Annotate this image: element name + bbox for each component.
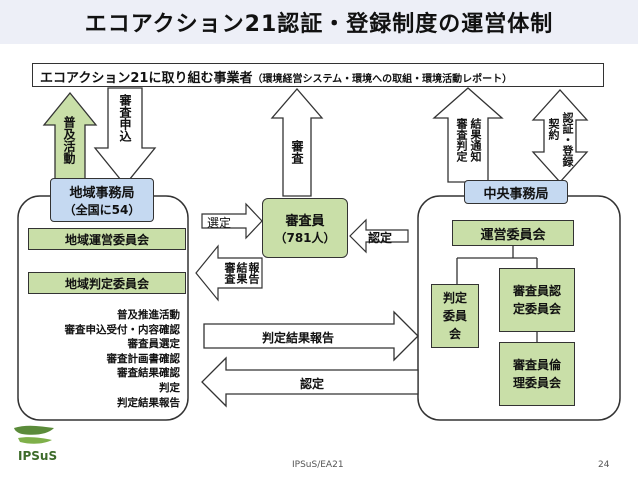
shinsa-moushikomi-label: 審査申込 [118,94,132,142]
business-operators-main: エコアクション21に取り組む事業者 [40,71,253,86]
regional-task: 審査申込受付・内容確認 [64,323,181,336]
regional-task: 判定 [159,381,180,394]
shinsa-small-label: 審査 [223,262,236,284]
business-operators-label: エコアクション21に取り組む事業者（環境経営システム・環境への取組・環境活動レポ… [40,67,512,86]
page-title: エコアクション21認証・登録制度の運営体制 [84,12,554,37]
central-committee-box: 運営委員会 [452,220,574,246]
footer-center: IPSuS/EA21 [292,460,344,470]
shinsa-label: 審査 [290,140,304,164]
regional-tasks: 普及推進活動 審査申込受付・内容確認 審査員選定 審査計画書確認 審査結果確認 … [22,308,181,410]
fukyu-label: 普及活動 [62,116,76,164]
regional-task: 普及推進活動 [117,309,180,321]
regional-office-count: （全国に54） [63,203,141,217]
leaf-logo-icon [14,425,54,444]
hantei-kekka-arrow [203,310,419,362]
hantei-kekka-label: 判定結果報告 [262,331,335,345]
hokoku-label: 報告 [247,262,260,284]
cert-committee-box: 審査員認定委員会 [499,268,575,332]
nintei-small-arrow [349,218,409,254]
footer-org: IPSuS [18,449,58,463]
central-judgment-text: 判定委員会 [442,291,467,341]
ethics-committee-box: 審査員倫理委員会 [499,342,575,406]
examiner-box: 審査員 （781人） [262,198,348,258]
shinsa-moushikomi-arrow [93,87,157,187]
footer-page-number: 24 [598,460,610,470]
kekka-tsuchi-label: 結果通知 [469,118,482,162]
regional-task: 審査計画書確認 [106,352,181,365]
regional-office-title: 地域事務局 [69,186,135,201]
regional-task: 審査結果確認 [117,367,180,380]
fukyu-arrow [42,91,98,189]
ninsho-label: 認証・登録 [561,112,574,167]
central-judgment-box: 判定委員会 [431,284,479,348]
sentei-label: 選定 [207,216,232,230]
footer-logo [8,424,64,474]
regional-task: 審査員選定 [127,338,181,351]
sentei-arrow [201,202,263,240]
regional-committee-box: 地域運営委員会 [28,228,186,250]
business-operators-bar [32,63,604,87]
kekka-tsuchi-arrow [432,87,504,183]
hokoku-arrow [195,244,263,302]
title-band [0,0,638,44]
cert-committee-text: 審査員認定委員会 [512,284,561,316]
ethics-committee-text: 審査員倫理委員会 [512,358,561,390]
nintei-big-arrow [201,356,419,408]
nintei-small-label: 認定 [368,231,393,245]
business-operators-sub: （環境経営システム・環境への取組・環境活動レポート） [252,74,513,85]
kekka-label: 結果 [235,262,248,284]
keiyaku-label: 契約 [547,118,560,140]
shinsa-arrow [270,88,324,197]
regional-task: 判定結果報告 [117,396,180,409]
ninsho-arrow [531,89,589,183]
shinsa-hantei-label: 審査判定 [455,118,468,162]
examiner-title: 審査員 [285,214,325,229]
central-office-box: 中央事務局 [464,180,568,204]
regional-office-box: 地域事務局 （全国に54） [50,178,154,222]
nintei-big-label: 認定 [300,377,325,391]
examiner-count: （781人） [274,231,336,245]
regional-judgment-box: 地域判定委員会 [28,272,186,294]
